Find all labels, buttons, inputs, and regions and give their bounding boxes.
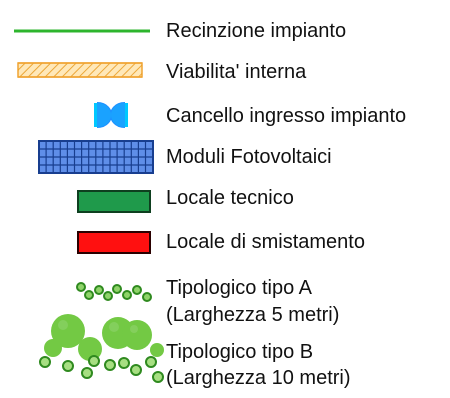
type-a-label: Tipologico tipo A	[166, 277, 313, 299]
pv-modules-icon	[38, 140, 154, 174]
gate-label: Cancello ingresso impianto	[166, 105, 407, 127]
type-a-icon	[76, 282, 152, 302]
technical-room-icon	[77, 190, 151, 213]
pv-modules-label: Moduli Fotovoltaici	[166, 146, 332, 168]
sorting-room-icon	[77, 231, 151, 254]
type-b-icon	[39, 314, 164, 383]
type-b-sublabel: (Larghezza 10 metri)	[166, 367, 351, 389]
fence-label: Recinzione impianto	[166, 20, 347, 42]
fence-line-icon	[14, 29, 150, 33]
sorting-room-label: Locale di smistamento	[166, 231, 365, 253]
gate-icon	[94, 102, 128, 128]
technical-room-label: Locale tecnico	[166, 187, 294, 209]
road-strip-icon	[17, 62, 143, 78]
type-a-sublabel: (Larghezza 5 metri)	[166, 304, 340, 326]
type-b-label: Tipologico tipo B	[166, 341, 314, 363]
road-label: Viabilita' interna	[166, 61, 307, 83]
